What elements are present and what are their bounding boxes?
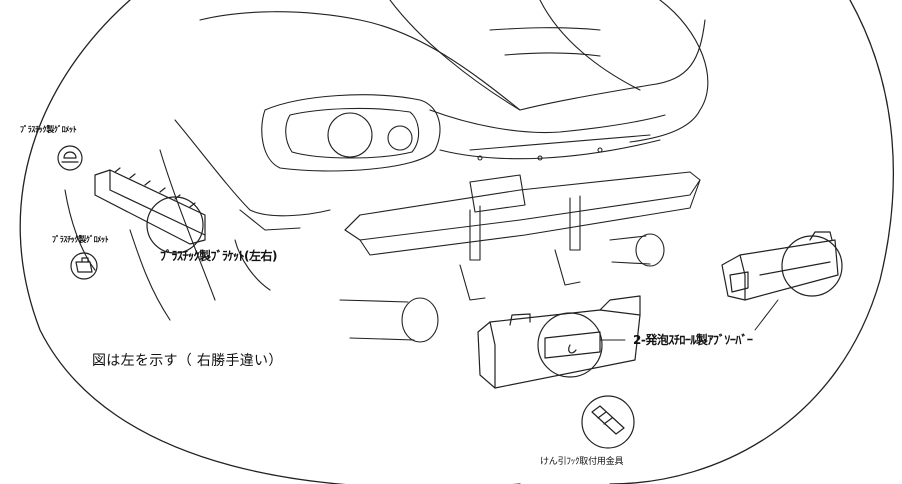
grommet-bottom-part xyxy=(70,252,98,280)
grommet-bottom-label: ﾌﾟﾗｽﾁｯｸ製ｸﾞﾛﾒｯﾄ xyxy=(52,235,109,244)
towing-hook-fitting-label: けん引ﾌｯｸ取付用金具 xyxy=(540,457,624,467)
grommet-top-part xyxy=(57,145,83,171)
towing-hook-fitting-part xyxy=(581,395,635,449)
absorber-upper-detail-circle xyxy=(781,235,843,297)
grommet-top-label: ﾌﾟﾗｽﾁｯｸ製ｸﾞﾛﾒｯﾄ xyxy=(20,125,77,134)
absorber-lower-detail-circle xyxy=(537,312,603,378)
absorber-lower-part-line xyxy=(568,344,577,354)
bumper-reinforcement-beam xyxy=(344,171,701,301)
foam-absorber-label: 2-発泡ｽﾁﾛｰﾙ製ｱﾌﾞｿｰﾊﾞｰ xyxy=(633,333,753,347)
bracket-detail-circle xyxy=(146,196,204,254)
detail-circle-frame xyxy=(19,0,895,484)
plastic-bracket-label: ﾌﾟﾗｽﾁｯｸ製ﾌﾞﾗｹｯﾄ(左右) xyxy=(160,249,277,263)
foam-absorber-upper xyxy=(721,231,839,301)
absorber-leader-line-upper xyxy=(754,299,779,331)
exhaust-pipes xyxy=(339,233,665,343)
plastic-bracket-part xyxy=(94,167,206,245)
foam-absorber-lower xyxy=(477,295,641,389)
vehicle-body-outline xyxy=(64,0,709,321)
orientation-note: 図は左を示す（ 右勝手違い） xyxy=(92,353,283,369)
